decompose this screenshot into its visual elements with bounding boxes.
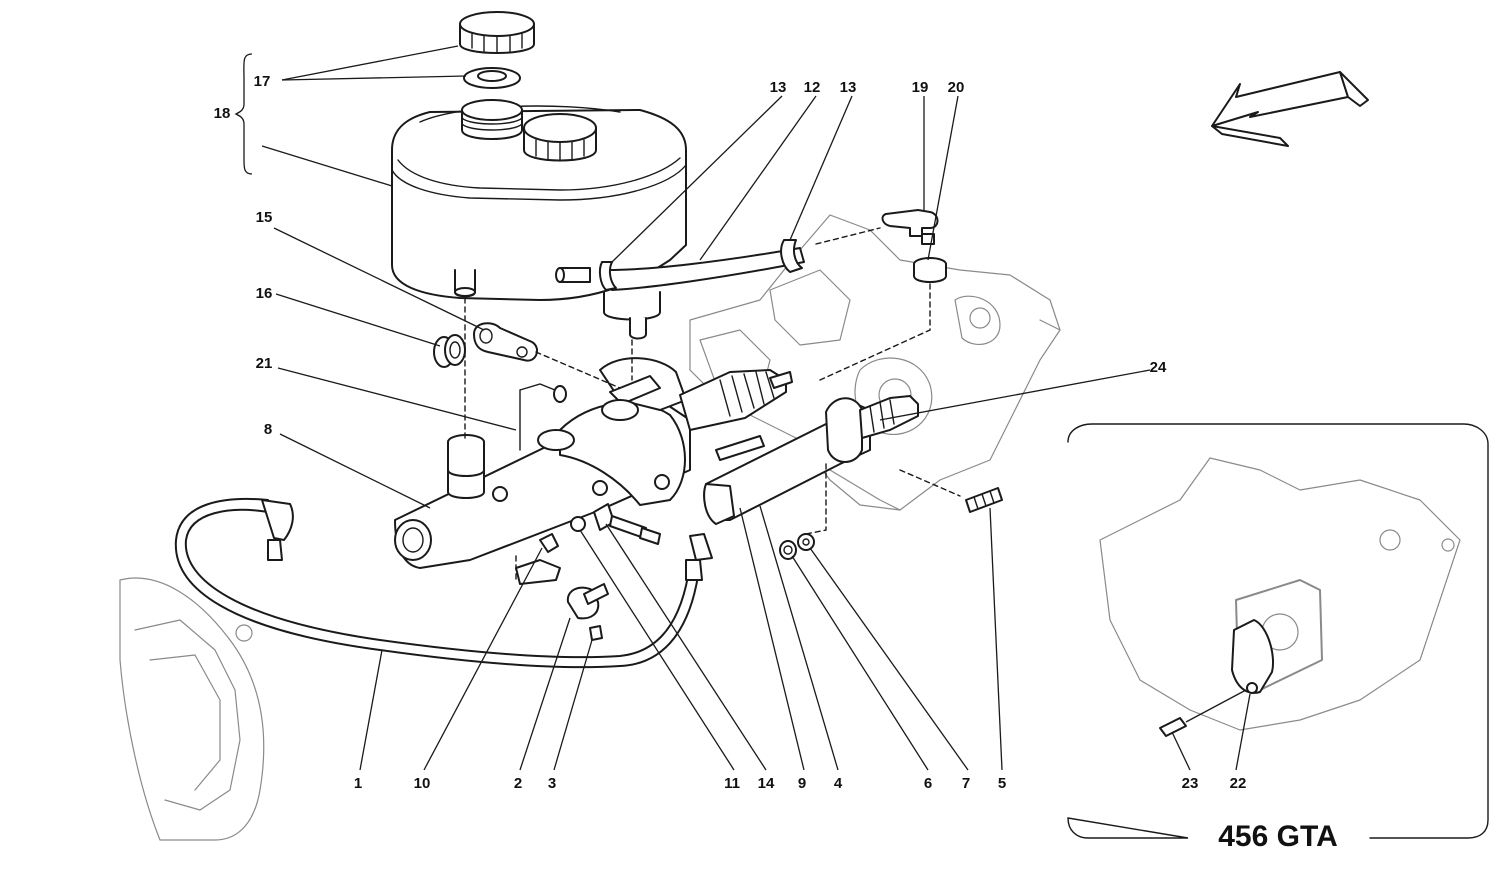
reservoir-cap [459,11,535,54]
callout-8: 8 [264,421,272,438]
direction-arrow-icon [1211,71,1369,147]
hose-clamp-left [598,261,617,291]
callout-12: 12 [804,79,821,96]
callout-3: 3 [548,775,556,792]
bolt-3 [589,625,603,641]
reservoir-hose [603,247,805,340]
bolt-10 [539,533,559,553]
callout-13-right: 13 [840,79,857,96]
clutch-slave-cylinder [703,395,919,525]
gasket-plate [473,322,539,362]
clutch-hose [174,497,713,669]
washer [797,533,815,551]
clutch-housing [119,577,265,841]
pipe-clamp [566,583,609,620]
callout-2: 2 [514,775,522,792]
push-rod-boot [679,369,793,431]
callout-7: 7 [962,775,970,792]
seal-ring [433,334,466,368]
leader-lines [261,45,1251,771]
callout-labels: 17 18 13 12 13 19 20 15 16 21 24 8 1 10 … [214,73,1247,792]
brace-17-18 [234,53,253,175]
callout-11: 11 [724,775,740,792]
callout-17: 17 [254,73,271,90]
callout-4: 4 [834,775,843,792]
callout-18: 18 [214,105,231,122]
callout-5: 5 [998,775,1006,792]
callout-24: 24 [1150,359,1167,376]
inset-title: 456 GTA [1218,820,1338,853]
callout-10: 10 [414,775,431,792]
elbow-fitting [881,209,939,245]
stud-bolt [965,487,1003,513]
callout-1: 1 [354,775,362,792]
hose-clamp-right [780,239,803,273]
callout-14: 14 [758,775,775,792]
callout-13-left: 13 [770,79,787,96]
union-fitting-14 [593,503,661,545]
washer-11 [570,516,586,532]
callout-9: 9 [798,775,806,792]
inset-panel [1067,423,1489,839]
callout-6: 6 [924,775,932,792]
nut [779,540,797,560]
callout-22: 22 [1230,775,1247,792]
callout-21: 21 [256,355,273,372]
callout-20: 20 [948,79,965,96]
callout-16: 16 [256,285,273,302]
callout-15: 15 [256,209,273,226]
clutch-master-cylinder [394,357,691,569]
grommet-bushing [913,257,947,283]
fluid-reservoir [391,99,687,301]
bracket [515,559,561,585]
gearbox-housing [689,214,1061,511]
callout-23: 23 [1182,775,1199,792]
reservoir-seal [463,67,521,89]
callout-19: 19 [912,79,929,96]
